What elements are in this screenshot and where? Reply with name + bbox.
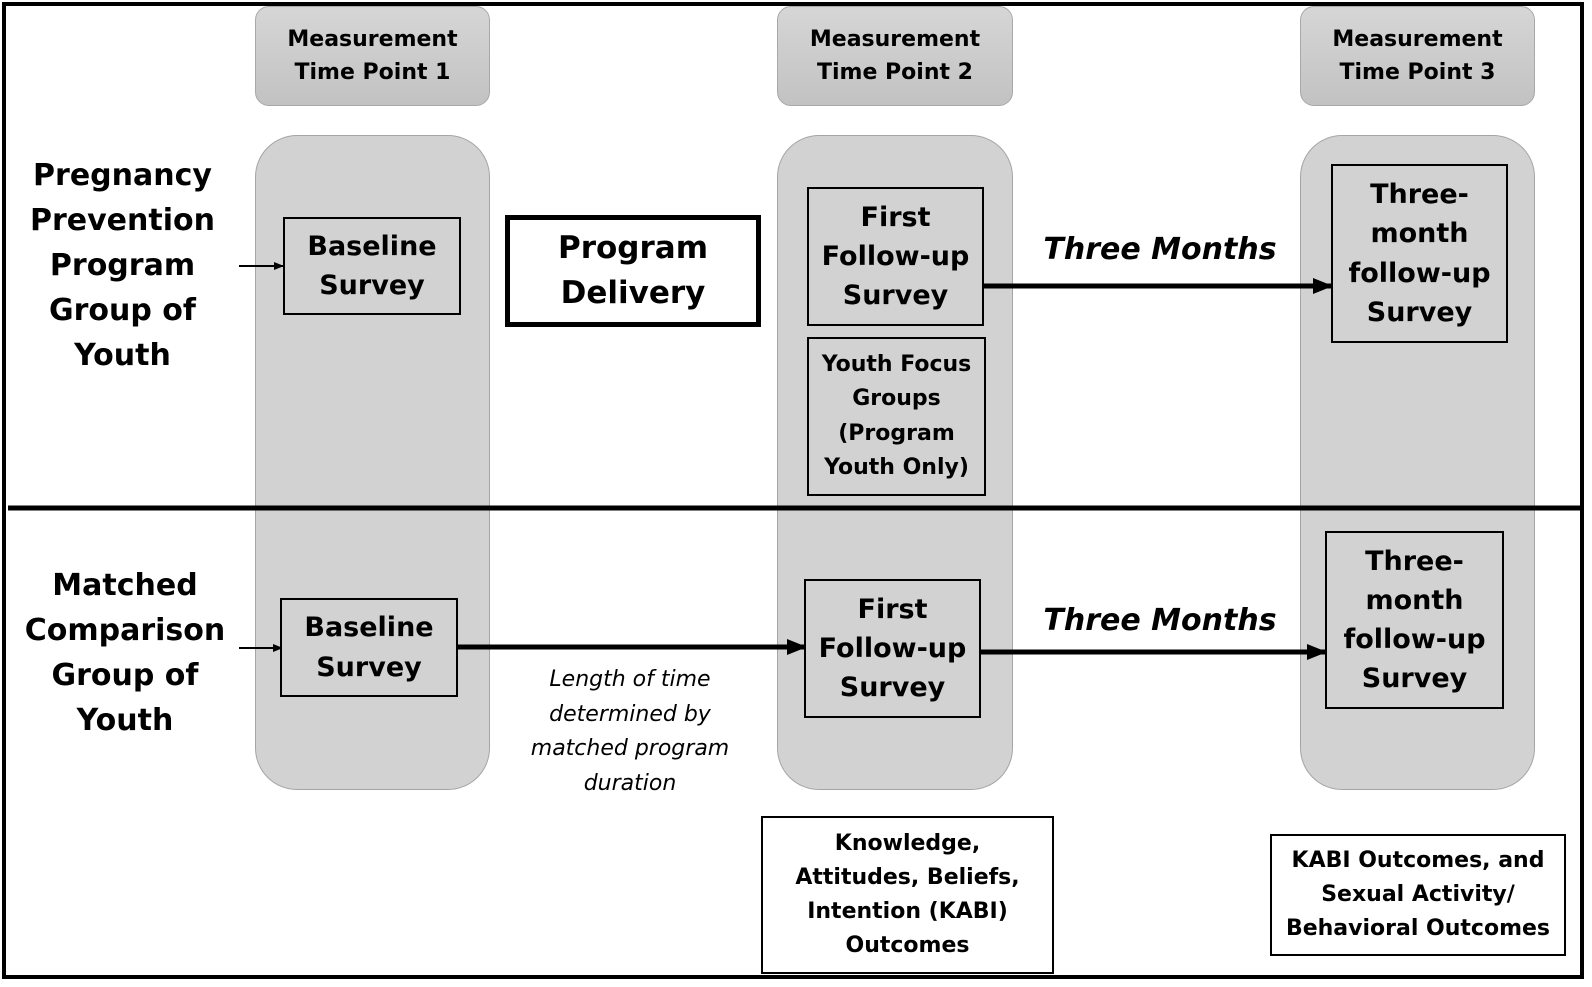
time-point-3-header: Measurement Time Point 3 — [1300, 6, 1535, 106]
time-point-2-header: Measurement Time Point 2 — [777, 6, 1013, 106]
youth-focus-groups-box: Youth Focus Groups (Program Youth Only) — [807, 337, 986, 496]
program-first-followup-survey: First Follow-up Survey — [807, 187, 984, 326]
kabi-outcomes-box: Knowledge, Attitudes, Beliefs, Intention… — [761, 816, 1054, 974]
program-three-month-followup-survey: Three- month follow-up Survey — [1331, 164, 1508, 343]
comparison-group-label: Matched Comparison Group of Youth — [24, 567, 226, 738]
comparison-three-month-followup-survey: Three- month follow-up Survey — [1325, 531, 1504, 709]
time-point-1-header: Measurement Time Point 1 — [255, 6, 490, 106]
program-delivery-box: Program Delivery — [505, 215, 761, 327]
behavioral-outcomes-box: KABI Outcomes, and Sexual Activity/ Beha… — [1270, 834, 1566, 956]
program-group-label: Pregnancy Prevention Program Group of Yo… — [30, 157, 215, 373]
comparison-three-months-label: Three Months — [1043, 603, 1277, 638]
duration-note: Length of time determined by matched pro… — [530, 667, 730, 796]
program-baseline-survey: Baseline Survey — [283, 217, 461, 315]
program-three-months-label: Three Months — [1043, 232, 1277, 267]
comparison-first-followup-survey: First Follow-up Survey — [804, 579, 981, 718]
comparison-baseline-survey: Baseline Survey — [280, 598, 458, 697]
